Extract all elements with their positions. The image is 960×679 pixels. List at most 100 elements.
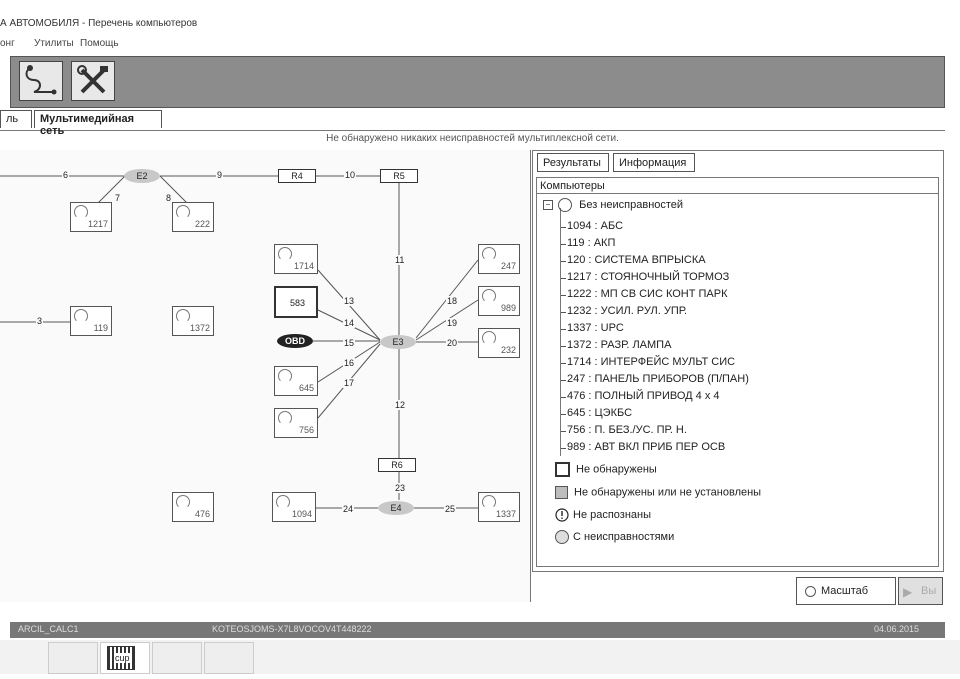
legend-not-recognized: Не распознаны <box>555 508 651 522</box>
outline-box-icon <box>555 462 570 477</box>
gauge-icon <box>482 289 496 303</box>
computer-node[interactable]: 989 <box>478 286 520 316</box>
legend-faulty: С неисправностями <box>555 530 674 544</box>
scale-button[interactable]: Масштаб <box>796 577 896 605</box>
link-label: 16 <box>343 358 356 368</box>
obd-connector[interactable]: OBD <box>277 334 313 348</box>
tree-item[interactable]: 989 : АВТ ВКЛ ПРИБ ПЕР ОСВ <box>560 441 726 453</box>
link-label: 13 <box>343 296 356 306</box>
tree-item[interactable]: 1714 : ИНТЕРФЕЙС МУЛЬТ СИС <box>560 356 736 368</box>
status-left: ARCIL_CALC1 <box>18 624 79 634</box>
taskbar-item[interactable] <box>204 642 254 674</box>
tree-item[interactable]: 1337 : UPC <box>561 322 624 334</box>
computer-node[interactable]: 756 <box>274 408 318 438</box>
computer-node[interactable]: 1372 <box>172 306 214 336</box>
gauge-icon <box>276 495 290 509</box>
tree-item[interactable]: 1217 : СТОЯНОЧНЫЙ ТОРМОЗ <box>560 271 730 283</box>
link-label: 15 <box>343 338 356 348</box>
play-icon: ▶ <box>903 585 913 599</box>
gauge-icon <box>176 205 190 219</box>
next-button[interactable]: ▶ Вы <box>898 577 943 605</box>
computer-node[interactable]: 1714 <box>274 244 318 274</box>
relay-r4[interactable]: R4 <box>278 169 316 183</box>
menu-bar: онг Утилиты Помощь <box>0 36 945 52</box>
link-label: 14 <box>343 318 356 328</box>
link-label: 8 <box>165 193 173 203</box>
taskbar: cup <box>0 640 960 674</box>
link-label: 17 <box>343 378 356 388</box>
link-label: 12 <box>394 400 407 410</box>
title-bar: А АВТОМОБИЛЯ - Перечень компьютеров <box>0 14 945 36</box>
tree-item[interactable]: 119 : АКП <box>560 237 616 249</box>
tree-item[interactable]: 476 : ПОЛНЫЙ ПРИВОД 4 x 4 <box>561 390 720 402</box>
legend-not-installed: Не обнаружены или не установлены <box>555 486 761 499</box>
computer-node[interactable]: 1217 <box>70 202 112 232</box>
hub-e2[interactable]: E2 <box>124 169 160 183</box>
link-label: 24 <box>342 504 355 514</box>
link-label: 25 <box>444 504 457 514</box>
hub-e3[interactable]: E3 <box>380 335 416 349</box>
toolbar <box>10 56 945 108</box>
gauge-icon <box>482 247 496 261</box>
computer-node[interactable]: 1337 <box>478 492 520 522</box>
tree-item[interactable]: 120 : СИСТЕМА ВПРЫСКА <box>561 254 706 266</box>
computers-tree: − Без неисправностей 1094 : АБС 119 : АК… <box>536 193 939 567</box>
tools-button[interactable] <box>71 61 115 101</box>
computer-node[interactable]: 222 <box>172 202 214 232</box>
computer-node[interactable]: 232 <box>478 328 520 358</box>
tree-item[interactable]: 645 : ЦЭКБС <box>560 407 633 419</box>
hub-e4[interactable]: E4 <box>378 501 414 515</box>
tree-item[interactable]: 756 : П. БЕЗ./УС. ПР. Н. <box>561 424 687 436</box>
filled-box-icon <box>555 486 568 499</box>
tree-item[interactable]: 1232 : УСИЛ. РУЛ. УПР. <box>560 305 688 317</box>
link-label: 3 <box>36 316 44 326</box>
tree-item[interactable]: 247 : ПАНЕЛЬ ПРИБОРОВ (П/ПАН) <box>561 373 749 385</box>
tree-item[interactable]: 1372 : РАЗР. ЛАМПА <box>560 339 672 351</box>
cable-icon <box>25 65 57 95</box>
menu-item-1[interactable]: онг <box>0 38 15 49</box>
link-label: 18 <box>446 296 459 306</box>
tree-item[interactable]: 1094 : АБС <box>560 220 624 232</box>
relay-r5[interactable]: R5 <box>380 169 418 183</box>
link-label: 9 <box>216 170 224 180</box>
computer-node[interactable]: 247 <box>478 244 520 274</box>
computer-node[interactable]: 583 <box>274 286 318 318</box>
status-date: 04.06.2015 <box>874 624 920 634</box>
gauge-icon <box>278 369 292 383</box>
tab-information[interactable]: Информация <box>613 153 695 172</box>
tab-results[interactable]: Результаты <box>537 153 609 172</box>
menu-item-help[interactable]: Помощь <box>80 38 119 49</box>
taskbar-item-cup[interactable]: cup <box>100 642 150 674</box>
computer-node[interactable]: 119 <box>70 306 112 336</box>
legend-not-detected: Не обнаружены <box>555 462 657 477</box>
tools-icon <box>77 65 108 94</box>
relay-r6[interactable]: R6 <box>378 458 416 472</box>
tab-general[interactable]: ль <box>0 110 32 128</box>
tree-item[interactable]: 1222 : МП СВ СИС КОНТ ПАРК <box>561 288 728 300</box>
diagnostic-cable-button[interactable] <box>19 61 63 101</box>
link-label: 7 <box>114 193 122 203</box>
status-vin: KOTEOSJOMS-X7L8VOCOV4T448222 <box>212 624 372 634</box>
tab-multimedia-network[interactable]: Мультимедийная сеть <box>34 110 162 137</box>
window-title: А АВТОМОБИЛЯ - Перечень компьютеров <box>0 18 198 29</box>
computer-node[interactable]: 1094 <box>272 492 316 522</box>
gauge-icon <box>558 198 573 212</box>
gauge-icon <box>74 205 88 219</box>
taskbar-item[interactable] <box>152 642 202 674</box>
network-diagram: 6 7 8 9 10 3 11 12 13 14 15 16 17 18 19 … <box>0 150 531 602</box>
computer-node[interactable]: 476 <box>172 492 214 522</box>
link-label: 20 <box>446 338 459 348</box>
collapse-icon[interactable]: − <box>543 200 553 210</box>
gauge-icon <box>555 530 569 544</box>
computer-node[interactable]: 645 <box>274 366 318 396</box>
main-tabs: ль Мультимедийная сеть <box>0 108 945 137</box>
link-label: 23 <box>394 483 407 493</box>
gauge-icon <box>278 247 292 261</box>
warning-icon <box>555 508 569 522</box>
menu-item-utilities[interactable]: Утилиты <box>34 38 74 49</box>
tree-root[interactable]: − Без неисправностей <box>543 198 683 212</box>
gauge-icon <box>176 495 190 509</box>
radio-icon <box>805 586 816 597</box>
taskbar-item[interactable] <box>48 642 98 674</box>
computers-header: Компьютеры <box>536 177 939 193</box>
